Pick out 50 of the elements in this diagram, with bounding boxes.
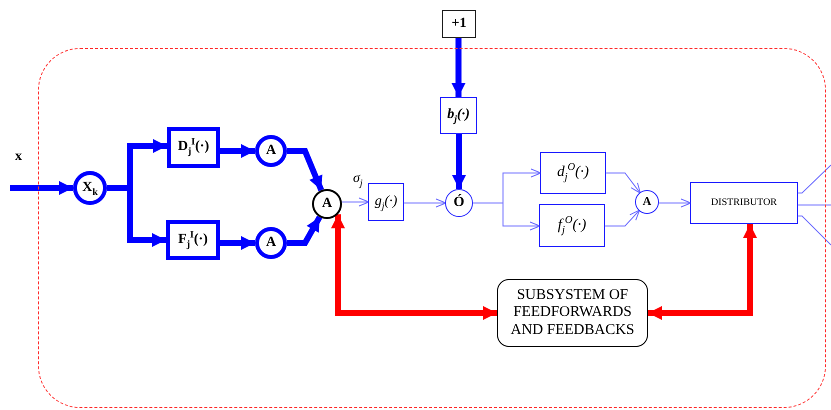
function-box (440, 97, 477, 134)
dashed-region (38, 48, 826, 408)
node-label: A (322, 196, 332, 212)
arrow (341, 198, 370, 206)
arrow (287, 216, 322, 246)
function-box (368, 183, 404, 221)
arrow (452, 38, 466, 97)
arrow (10, 181, 73, 195)
arrow (606, 172, 641, 194)
edge-label: σ$_{j}$ (352, 172, 364, 186)
connector-line (798, 164, 831, 194)
circle-node (255, 135, 287, 167)
node-label: SUBSYSTEM OF FEEDFORWARDS AND FEEDBACKS (510, 287, 636, 339)
node-label: d$_{j}$$^{O}$(·) (557, 164, 589, 182)
arrow (287, 148, 324, 192)
arrow (220, 236, 255, 250)
arrow (648, 224, 757, 320)
node-label: X$_{k}$ (82, 180, 98, 196)
node-label: DISTRIBUTOR (711, 197, 777, 209)
function-box (539, 204, 605, 247)
node-label: A (266, 234, 276, 252)
rounded-box (497, 279, 648, 347)
circle-node (73, 171, 107, 205)
node-label: A (266, 142, 276, 160)
circle-node (635, 190, 659, 214)
arrow (220, 144, 255, 158)
function-box (167, 127, 220, 168)
arrow (404, 198, 446, 208)
arrow (331, 214, 497, 320)
connector-line (798, 204, 831, 206)
circle-node (255, 227, 287, 259)
node-label: +1 (452, 16, 466, 32)
function-box (690, 182, 798, 224)
node-label: A (642, 195, 652, 209)
arrow (658, 198, 692, 208)
circle-node (312, 189, 342, 219)
arrow (604, 210, 640, 226)
circle-node (445, 189, 473, 217)
constant-box (442, 10, 476, 38)
node-label: b$_{j}$(·) (447, 107, 470, 124)
node-label: Ó (454, 194, 464, 212)
node-label: f$_{j}$$^{O}$(·) (558, 216, 586, 234)
arrow (452, 134, 466, 189)
function-box (166, 220, 220, 260)
function-box (540, 152, 606, 194)
arrow (472, 202, 540, 230)
node-label: g$_{j}$(·) (374, 194, 398, 210)
node-label: D$_{j}$$^{I}$(·) (178, 139, 210, 156)
connector-line (798, 216, 831, 246)
node-label: F$_{j}$$^{I}$(·) (178, 232, 208, 248)
